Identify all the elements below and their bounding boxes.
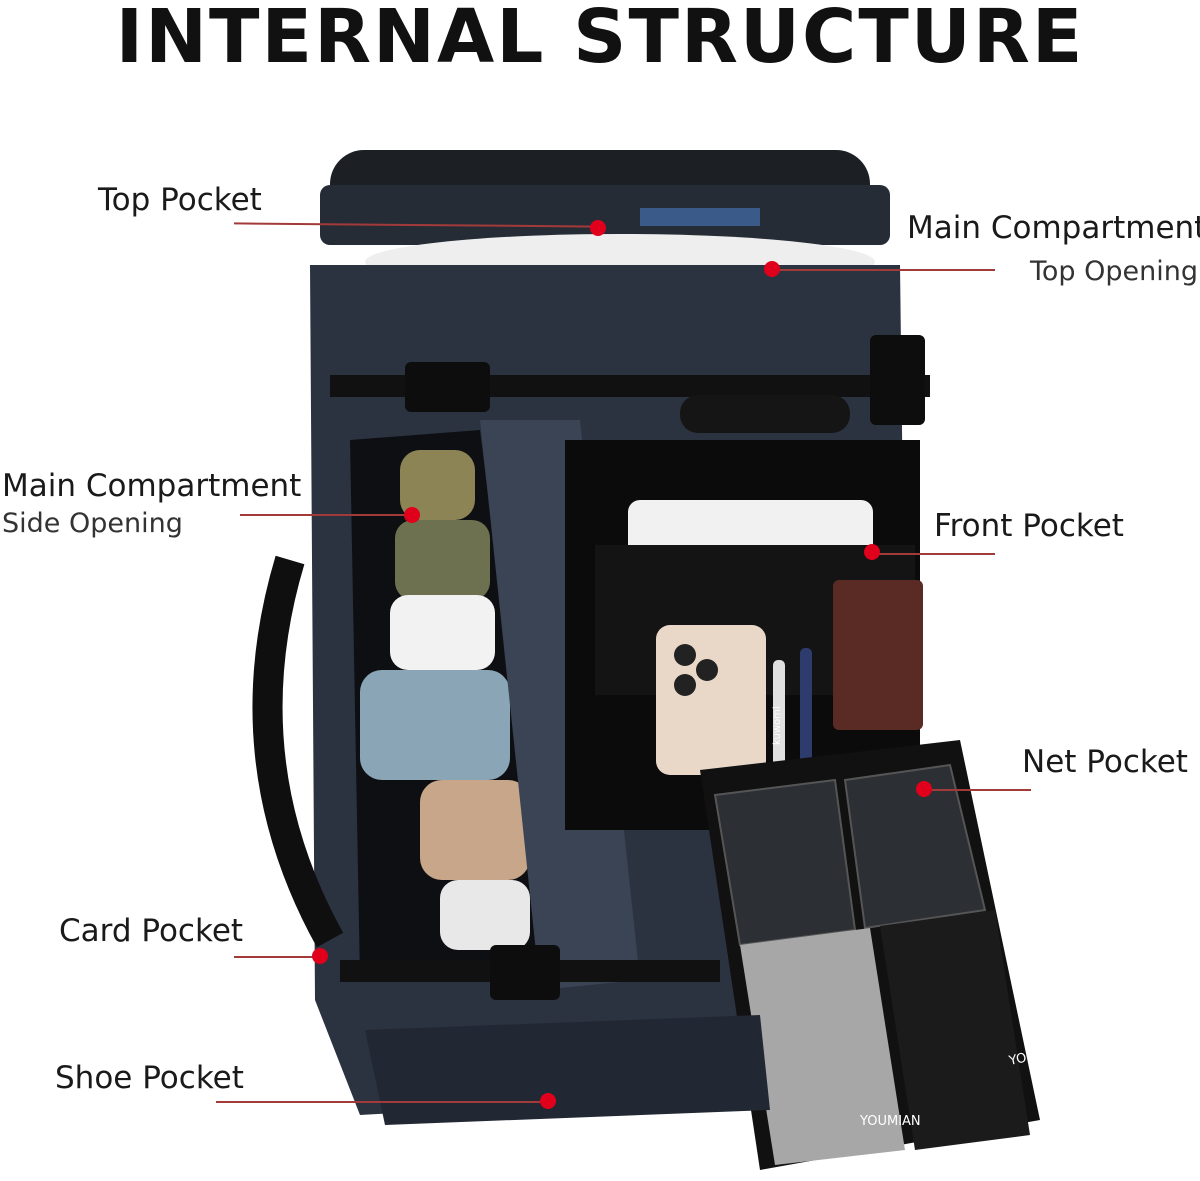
- clothes-white-2: [440, 880, 530, 950]
- phone-camera-3: [674, 674, 696, 696]
- buckle-left: [405, 362, 490, 412]
- label-main-top: Main Compartment: [907, 210, 1200, 246]
- dot-card-pocket: [312, 948, 328, 964]
- leader-net-pocket: [924, 789, 1031, 791]
- label-top-pocket: Top Pocket: [98, 182, 262, 218]
- label-net-pocket: Net Pocket: [1022, 744, 1188, 780]
- dot-main-top: [764, 261, 780, 277]
- clothes-olive-2: [395, 520, 490, 600]
- buckle-right: [870, 335, 925, 425]
- shoulder-strap: [252, 555, 344, 948]
- leader-card-pocket: [234, 956, 320, 958]
- leader-front-pocket: [872, 553, 995, 555]
- label-card-pocket: Card Pocket: [59, 913, 244, 949]
- top-pocket-flap: [320, 185, 890, 245]
- black-pouch: [880, 910, 1030, 1150]
- mesh-left: [713, 778, 857, 947]
- clothes-olive: [400, 450, 475, 520]
- pen-2: [800, 648, 812, 768]
- clothes-patterned: [420, 780, 530, 880]
- grey-pouch: [740, 928, 905, 1165]
- leader-main-top: [772, 269, 995, 271]
- page-title: INTERNAL STRUCTURE: [115, 0, 1085, 80]
- pen-brand: kuwomi: [772, 706, 783, 745]
- pen-1: [773, 660, 785, 770]
- clothes-blue: [360, 670, 510, 780]
- leader-shoe-pocket: [216, 1101, 548, 1103]
- handle: [680, 395, 850, 433]
- mesh-right: [843, 763, 987, 930]
- dot-front-pocket: [864, 544, 880, 560]
- phone-in-top-pocket: [640, 208, 760, 226]
- phone-camera-2: [696, 659, 718, 681]
- phone-camera-1: [674, 644, 696, 666]
- label-main-side-sub: Side Opening: [2, 508, 183, 539]
- pouch-brand-grey: YOUMIAN: [859, 1114, 921, 1129]
- center-strap: [480, 420, 640, 990]
- label-shoe-pocket: Shoe Pocket: [55, 1060, 244, 1096]
- clothes-white: [390, 595, 495, 670]
- passport: [833, 580, 923, 730]
- leader-main-side: [240, 514, 412, 516]
- dot-main-side: [404, 507, 420, 523]
- phone: [656, 625, 766, 775]
- dot-shoe-pocket: [540, 1093, 556, 1109]
- buckle-lower: [490, 945, 560, 1000]
- label-main-side: Main Compartment: [2, 468, 302, 504]
- dot-top-pocket: [590, 220, 606, 236]
- label-front-pocket: Front Pocket: [934, 508, 1124, 544]
- shoe-pocket: [365, 1015, 770, 1125]
- label-main-top-sub: Top Opening: [1030, 256, 1199, 287]
- dot-net-pocket: [916, 781, 932, 797]
